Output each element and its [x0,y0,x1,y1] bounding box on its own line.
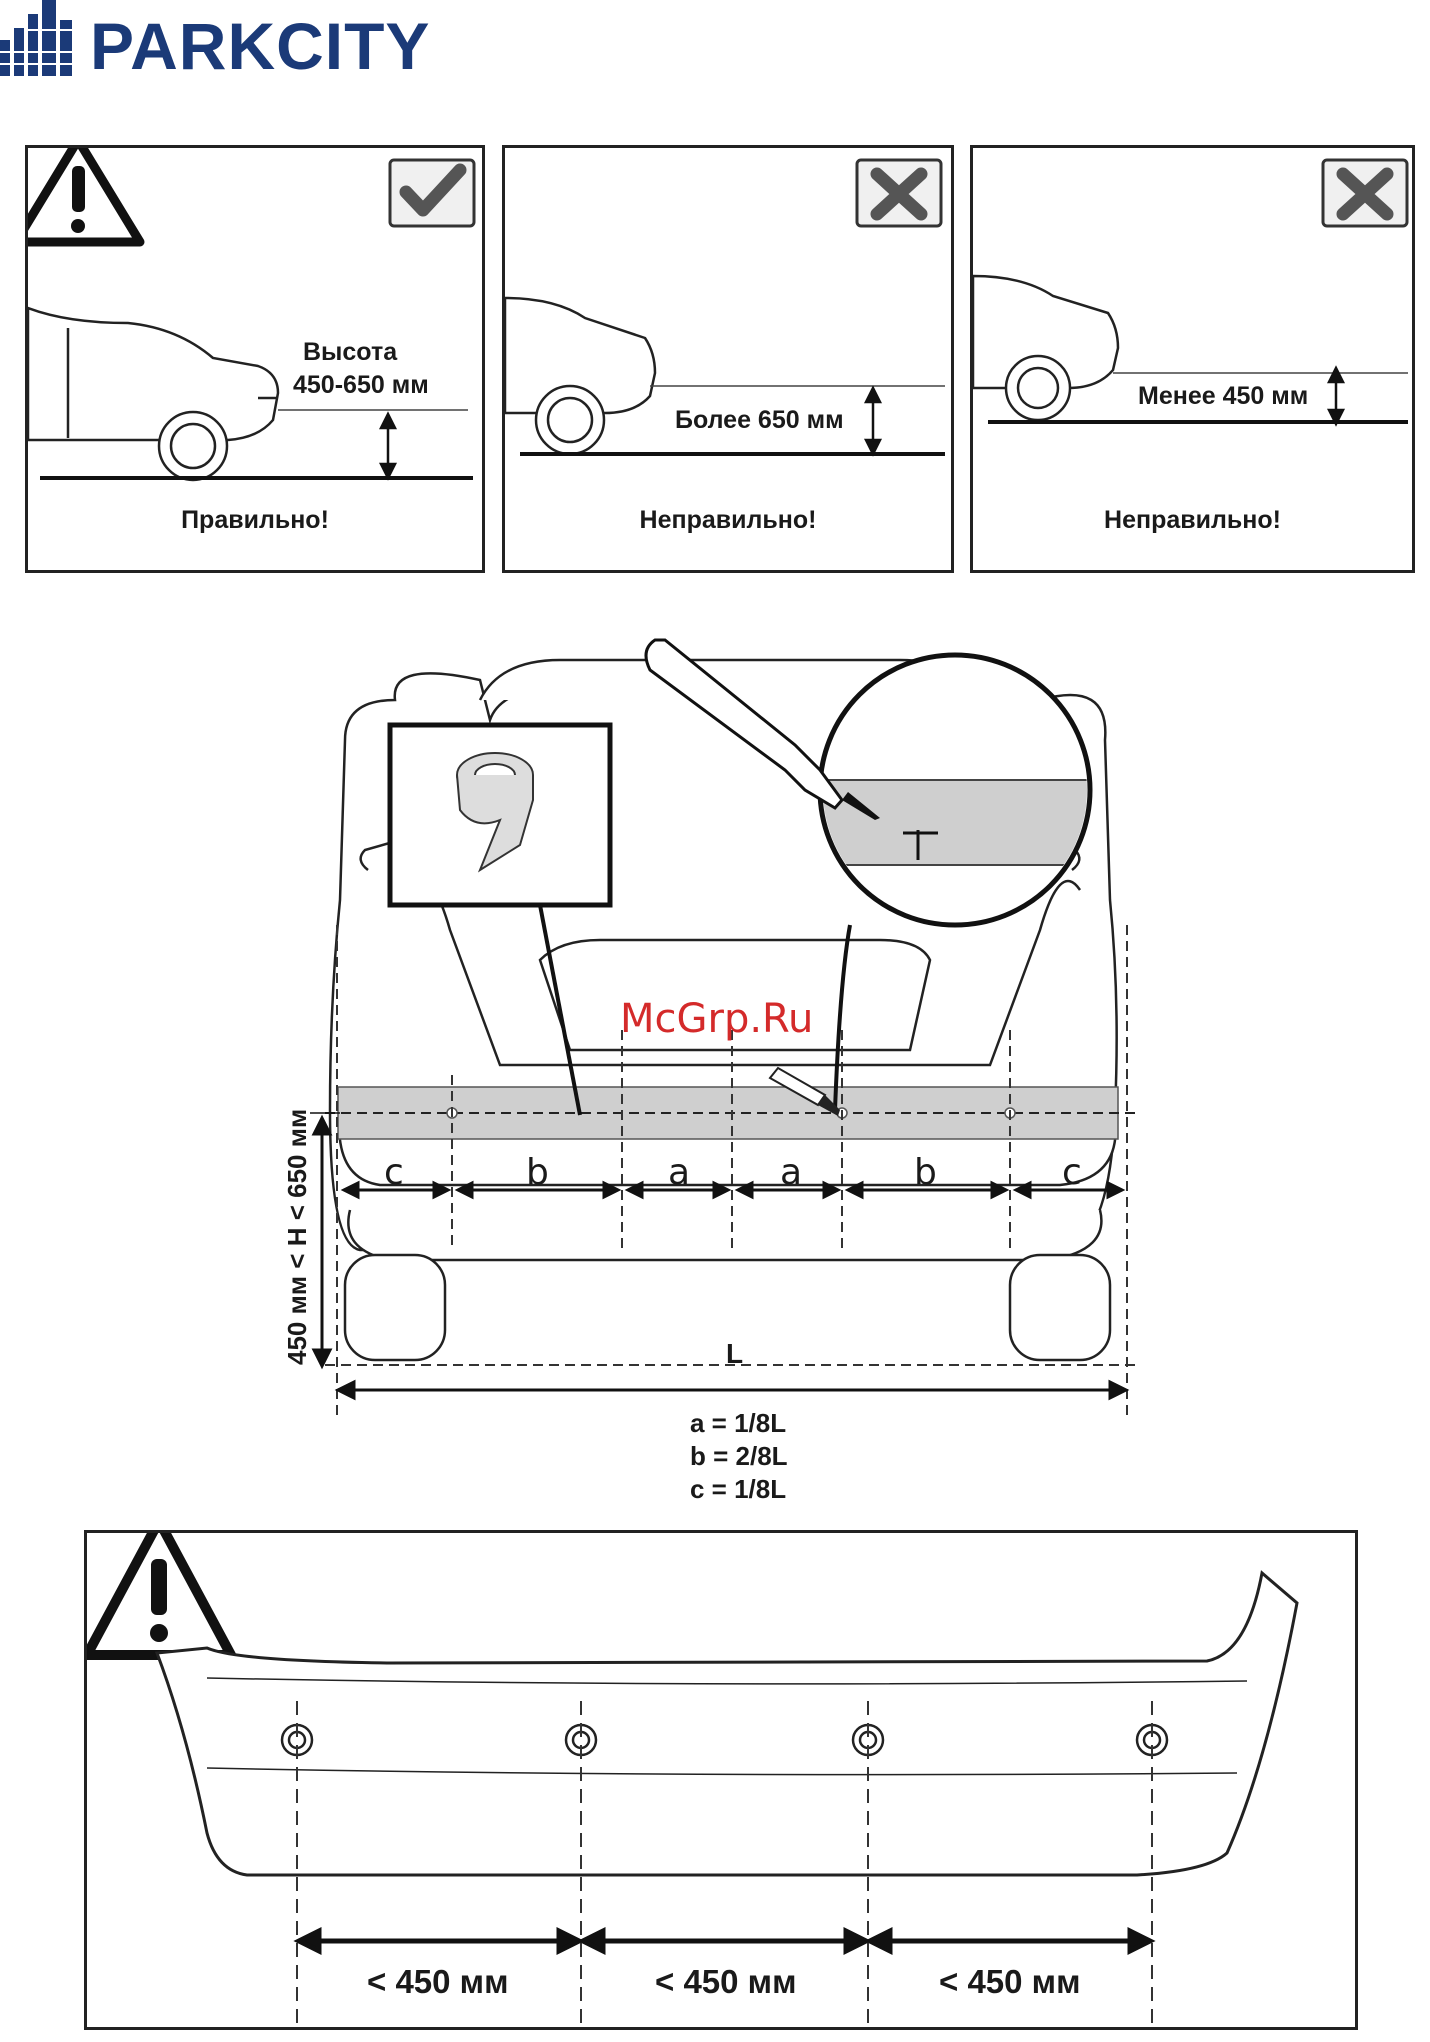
brand-logo: PARKCITY [0,0,420,90]
height-label-line1: Высота [303,338,397,367]
check-icon [390,160,474,226]
cross-icon [1323,160,1407,226]
formula-c: c = 1/8L [690,1474,786,1505]
rear-bumper-icon [157,1573,1297,1875]
formula-a: a = 1/8L [690,1408,786,1439]
height-label: Менее 450 мм [1138,382,1308,411]
segment-label: b [914,1152,937,1193]
warning-icon [87,1533,231,1655]
height-range-label: 450 мм < H < 650 мм [282,1109,313,1365]
warning-icon [28,148,140,242]
height-label-line2: 450-650 мм [293,371,429,400]
segment-label: c [1062,1152,1082,1193]
segment-label: c [384,1152,404,1193]
panel-caption: Правильно! [28,506,482,535]
car-side-icon [505,298,655,454]
segment-label: b [526,1152,549,1193]
brand-name: PARKCITY [90,8,430,84]
sensor-spacing-label: < 450 мм [367,1963,509,2001]
city-skyline-icon [0,0,85,80]
height-label: Более 650 мм [675,406,844,435]
panel-caption: Неправильно! [505,506,951,535]
total-length-label: L [726,1338,743,1370]
rear-view-diagram [0,620,1430,1520]
panel-correct-height: Высота 450-650 мм Правильно! [25,145,485,573]
sensor-spacing-label: < 450 мм [939,1963,1081,2001]
formula-b: b = 2/8L [690,1441,788,1472]
bumper-sensor-panel: < 450 мм < 450 мм < 450 мм [84,1530,1358,2030]
panel-too-high: Более 650 мм Неправильно! [502,145,954,573]
panel-too-low: Менее 450 мм Неправильно! [970,145,1415,573]
segment-label: a [780,1152,802,1193]
cross-icon [857,160,941,226]
watermark: McGrp.Ru [620,996,813,1042]
sensor-spacing-label: < 450 мм [655,1963,797,2001]
panel-caption: Неправильно! [973,506,1412,535]
car-side-icon [28,308,278,480]
segment-label: a [668,1152,690,1193]
car-side-icon [973,276,1118,420]
